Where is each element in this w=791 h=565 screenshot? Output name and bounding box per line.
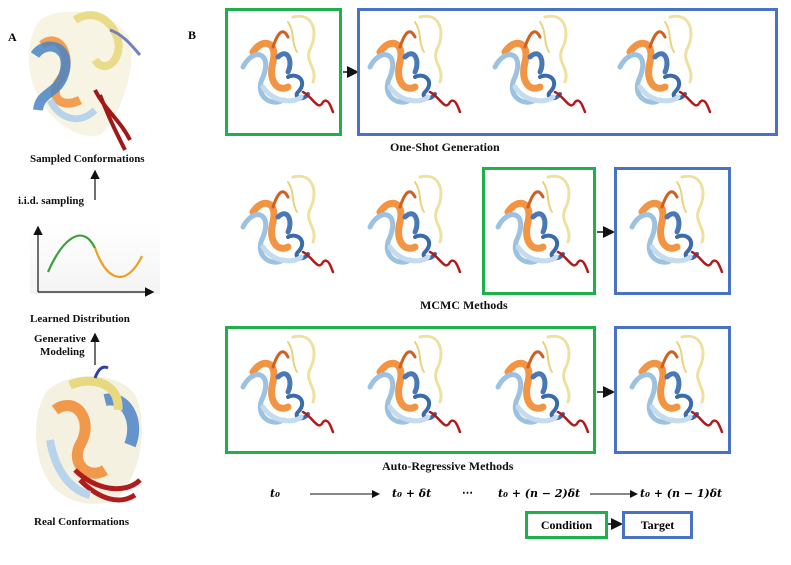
auto-regressive-methods-caption: Auto-Regressive Methods [382, 459, 514, 473]
protein-structure [367, 174, 462, 274]
row2-target-box [614, 167, 731, 295]
protein-structures [240, 14, 724, 434]
panel-a-label: A [8, 30, 17, 44]
learned-distribution-caption: Learned Distribution [30, 313, 130, 325]
modeling-label: Modeling [40, 346, 85, 358]
protein-structure [240, 174, 335, 274]
real-conformations-caption: Real Conformations [34, 516, 130, 528]
legend-condition: Condition [525, 511, 608, 539]
curve-green [46, 234, 96, 273]
iid-sampling-label: i.i.d. sampling [18, 195, 85, 207]
sampled-conformations-caption: Sampled Conformations [30, 153, 145, 165]
mcmc-methods-caption: MCMC Methods [420, 298, 508, 312]
row1-target-box [357, 8, 778, 136]
row2-condition-box [482, 167, 596, 295]
protein-structure [629, 334, 724, 434]
one-shot-generation-caption: One-Shot Generation [390, 140, 500, 154]
legend-target: Target [622, 511, 693, 539]
row1-condition-box [225, 8, 342, 136]
learned-distribution-plot [30, 222, 160, 297]
protein-structure [617, 14, 712, 114]
protein-structure [629, 174, 724, 274]
panel-b-label: B [188, 28, 197, 42]
protein-structure [495, 174, 590, 274]
row3-condition-box [225, 326, 596, 454]
protein-structure [367, 14, 462, 114]
protein-structure [240, 334, 335, 434]
row3-target-box [614, 326, 731, 454]
protein-structure [492, 14, 587, 114]
real-conformations-ensemble [36, 365, 143, 504]
protein-structure [240, 14, 335, 114]
curve-orange [93, 247, 143, 278]
timeline-t2: t₀ + (n − 2)δt [498, 487, 581, 500]
protein-structure [495, 334, 590, 434]
timeline-t3: t₀ + (n − 1)δt [640, 487, 723, 500]
sampled-conformations-ensemble [28, 11, 142, 151]
protein-structure [367, 334, 462, 434]
timeline-ellipsis: ⋯ [462, 486, 473, 499]
timeline-t1: t₀ + δt [392, 487, 432, 500]
generative-label: Generative [34, 333, 86, 345]
timeline-t0: t₀ [270, 487, 280, 500]
